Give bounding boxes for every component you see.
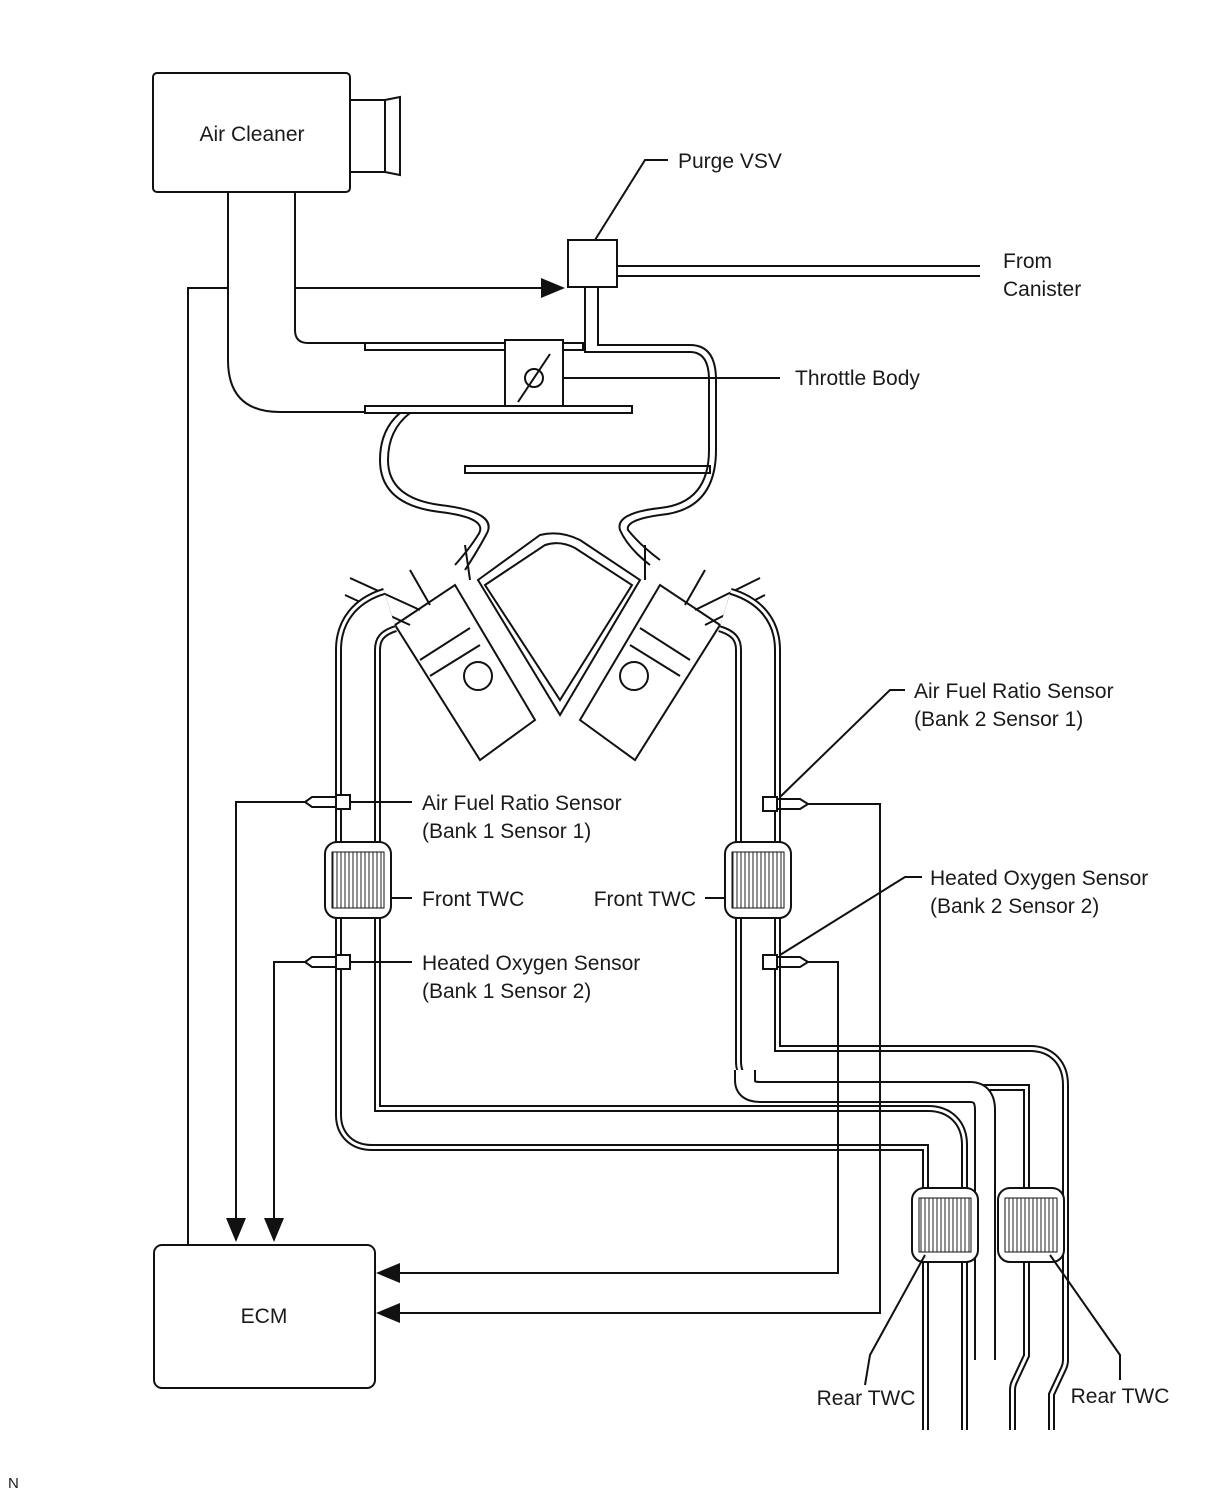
afr-sensor-bank2: Air Fuel Ratio Sensor (Bank 2 Sensor 1) (376, 680, 1114, 1323)
front-twc-right-label: Front TWC (594, 888, 696, 911)
ecm: ECM (153, 287, 376, 1389)
ho2-b2s2-label-2: (Bank 2 Sensor 2) (930, 895, 1099, 918)
front-twc-left-label: Front TWC (422, 888, 524, 911)
rear-twc-left: Rear TWC (817, 1187, 979, 1410)
afr-b2s1-label-2: (Bank 2 Sensor 1) (914, 708, 1083, 731)
afr-b2s1-label-1: Air Fuel Ratio Sensor (914, 680, 1114, 703)
throttle-body: Throttle Body (504, 339, 920, 407)
rear-twc-right-label: Rear TWC (1071, 1385, 1170, 1408)
air-cleaner: Air Cleaner (152, 72, 401, 193)
ho2-b1s2-label-1: Heated Oxygen Sensor (422, 952, 640, 975)
afr-b1s1-label-2: (Bank 1 Sensor 1) (422, 820, 591, 843)
from-canister-label-2: Canister (1003, 278, 1081, 301)
ho2-b1s2-label-2: (Bank 1 Sensor 2) (422, 980, 591, 1003)
ecm-label: ECM (241, 1305, 288, 1328)
engine (344, 532, 766, 762)
front-twc-bank2: Front TWC (594, 841, 792, 919)
rear-twc-left-label: Rear TWC (817, 1387, 916, 1410)
purge-vsv-label: Purge VSV (678, 150, 782, 173)
front-twc-bank1: Front TWC (324, 841, 524, 919)
from-canister-label-1: From (1003, 250, 1052, 273)
corner-mark: N (8, 1475, 19, 1492)
ho2-sensor-bank1: Heated Oxygen Sensor (Bank 1 Sensor 2) (264, 952, 640, 1242)
afr-sensor-bank1: Air Fuel Ratio Sensor (Bank 1 Sensor 1) (226, 792, 622, 1242)
exhaust-pipes (335, 587, 1069, 1430)
rear-twc-right: Rear TWC (997, 1187, 1170, 1408)
ho2-b2s2-label-1: Heated Oxygen Sensor (930, 867, 1148, 890)
surge-tank (378, 318, 717, 571)
afr-b1s1-label-1: Air Fuel Ratio Sensor (422, 792, 622, 815)
air-cleaner-label: Air Cleaner (199, 123, 304, 146)
throttle-body-label: Throttle Body (795, 367, 920, 390)
ho2-sensor-bank2: Heated Oxygen Sensor (Bank 2 Sensor 2) (376, 867, 1148, 1283)
purge-vsv: Purge VSV From Canister (295, 150, 1081, 318)
intake-duct (227, 192, 633, 414)
